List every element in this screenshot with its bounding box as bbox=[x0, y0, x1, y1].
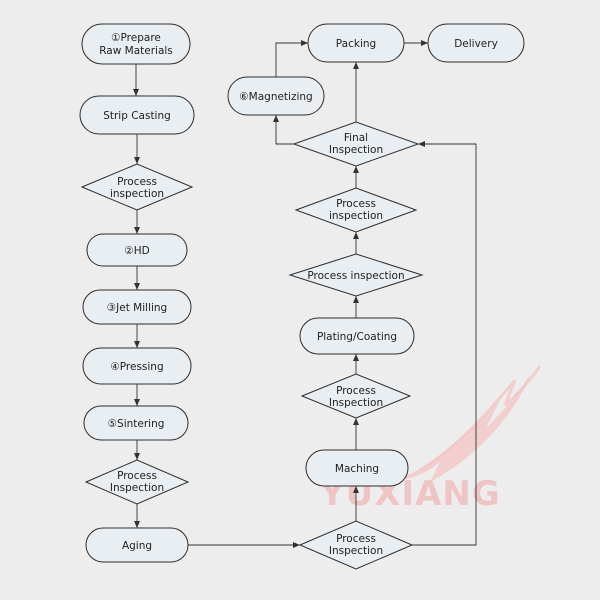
node-hd: ②HD bbox=[86, 233, 188, 267]
node-label: Inspection bbox=[110, 482, 164, 494]
node-process-inspection-6: Process inspection bbox=[294, 187, 418, 233]
edge-final-to-magnetizing bbox=[273, 115, 294, 145]
watermark-swoosh-icon bbox=[395, 372, 532, 482]
node-label: Process bbox=[117, 176, 157, 188]
node-label: ③Jet Milling bbox=[107, 302, 167, 314]
node-label: Inspection bbox=[329, 397, 383, 409]
node-label: Aging bbox=[122, 540, 152, 552]
node-label: Strip Casting bbox=[103, 110, 171, 122]
watermark-swoosh-icon bbox=[419, 365, 542, 472]
node-label: Inspection bbox=[329, 144, 383, 156]
node-pressing: ④Pressing bbox=[82, 347, 192, 385]
node-label: Process bbox=[117, 470, 157, 482]
node-sintering: ⑤Sintering bbox=[83, 405, 189, 441]
node-magnetizing: ⑥Magnetizing bbox=[227, 76, 325, 116]
node-maching: Maching bbox=[305, 449, 409, 487]
watermark-logo: YUXIANG bbox=[319, 365, 542, 514]
node-label: ①Prepare bbox=[111, 32, 161, 44]
node-packing: Packing bbox=[307, 23, 405, 63]
node-process-inspection-4: Process Inspection bbox=[300, 373, 412, 419]
node-process-inspection-1: Process inspection bbox=[80, 163, 194, 211]
node-label: Plating/Coating bbox=[317, 331, 397, 343]
flow-nodes: ①Prepare Raw Materials Strip Casting Pro… bbox=[79, 23, 525, 570]
edge-inspection-bypass-to-final bbox=[412, 141, 477, 546]
node-label: Process inspection bbox=[307, 270, 404, 282]
node-prepare-raw-materials: ①Prepare Raw Materials bbox=[81, 23, 191, 65]
node-label: Final bbox=[344, 132, 368, 144]
node-label: Process bbox=[336, 385, 376, 397]
node-jet-milling: ③Jet Milling bbox=[82, 289, 192, 325]
node-label: Delivery bbox=[454, 38, 498, 50]
node-label: ④Pressing bbox=[110, 361, 163, 373]
node-label: Process bbox=[336, 198, 376, 210]
node-strip-casting: Strip Casting bbox=[79, 95, 195, 135]
node-label: ⑥Magnetizing bbox=[239, 91, 312, 103]
node-process-inspection-5: Process inspection bbox=[288, 253, 424, 297]
node-label: Inspection bbox=[329, 545, 383, 557]
node-label: inspection bbox=[329, 210, 383, 222]
node-label: Maching bbox=[335, 463, 379, 475]
node-label: Packing bbox=[336, 38, 376, 50]
flow-edges bbox=[133, 40, 477, 548]
node-final-inspection: Final Inspection bbox=[292, 121, 420, 167]
node-delivery: Delivery bbox=[427, 23, 525, 63]
node-process-inspection-3: Process Inspection bbox=[298, 520, 414, 570]
node-label: ②HD bbox=[124, 245, 149, 257]
node-label: ⑤Sintering bbox=[108, 418, 165, 430]
node-aging: Aging bbox=[85, 527, 189, 563]
node-label: Process bbox=[336, 533, 376, 545]
edge-magnetizing-to-packing bbox=[275, 40, 308, 77]
node-process-inspection-2: Process Inspection bbox=[84, 459, 190, 505]
node-label: Raw Materials bbox=[99, 45, 173, 57]
node-label: inspection bbox=[110, 188, 164, 200]
node-plating-coating: Plating/Coating bbox=[299, 317, 415, 355]
